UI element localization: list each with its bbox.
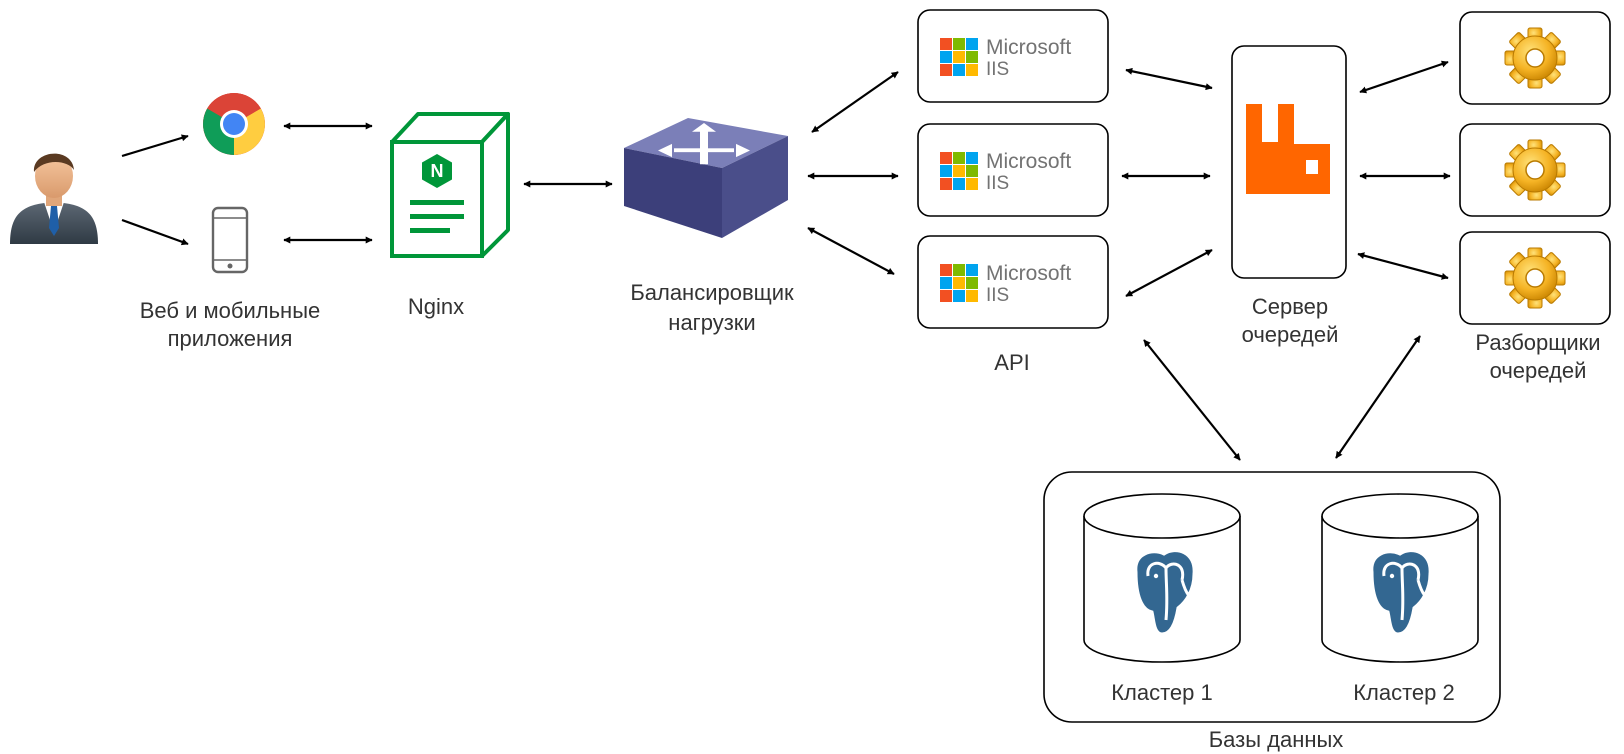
nginx-logo-letter: N (431, 161, 444, 181)
iis-node-2: Microsoft IIS (917, 123, 1109, 217)
queue-label-line1: Сервер (1252, 294, 1328, 319)
iis-node-1: Microsoft IIS (917, 9, 1109, 103)
workers-label-line1: Разборщики (1475, 330, 1600, 355)
load-balancer-icon (624, 118, 788, 238)
cluster-2-cylinder (1321, 493, 1479, 663)
workers-label-line2: очередей (1490, 358, 1587, 383)
iis-node-3: Microsoft IIS (917, 235, 1109, 329)
arrow-user-to-browser (121, 134, 189, 158)
nginx-server-icon: N (390, 112, 510, 258)
api-label: API (994, 350, 1029, 375)
arrow-user-to-mobile (121, 218, 189, 246)
iis-logo-word2: IIS (986, 173, 1009, 194)
iis-logo-word1: Microsoft (986, 150, 1071, 173)
cluster-2-label: Кластер 2 (1353, 680, 1455, 705)
arrow-workers-databases (1335, 335, 1421, 459)
iis-logo-word2: IIS (986, 285, 1009, 306)
arrow-balancer-iis3 (807, 227, 895, 275)
arrow-queue-worker3 (1357, 252, 1449, 280)
apps-label-line1: Веб и мобильные (140, 298, 321, 323)
arrow-api-databases (1143, 339, 1241, 461)
user-icon (10, 153, 98, 244)
arrow-queue-worker1 (1359, 60, 1449, 94)
smartphone-icon (211, 206, 249, 274)
chrome-icon (203, 93, 265, 155)
apps-label-line2: приложения (168, 326, 293, 351)
arrow-iis1-queue (1125, 67, 1213, 91)
balancer-label-line2: нагрузки (668, 310, 755, 335)
iis-logo-word2: IIS (986, 59, 1009, 80)
worker-node-1 (1459, 11, 1611, 105)
nginx-label: Nginx (408, 294, 464, 319)
connectors (121, 60, 1451, 461)
worker-node-2 (1459, 123, 1611, 217)
databases-label: Базы данных (1209, 727, 1344, 752)
rabbitmq-icon (1246, 104, 1330, 194)
arrow-iis3-queue (1125, 249, 1213, 297)
cluster-1-label: Кластер 1 (1111, 680, 1213, 705)
queue-label-line2: очередей (1242, 322, 1339, 347)
microsoft-iis-logo: Microsoft IIS (940, 262, 1071, 306)
iis-logo-word1: Microsoft (986, 36, 1071, 59)
iis-logo-word1: Microsoft (986, 262, 1071, 285)
queue-server (1231, 45, 1347, 279)
microsoft-iis-logo: Microsoft IIS (940, 150, 1071, 194)
balancer-label-line1: Балансировщик (630, 280, 794, 305)
worker-node-3 (1459, 231, 1611, 325)
cluster-1-cylinder (1083, 493, 1241, 663)
microsoft-iis-logo: Microsoft IIS (940, 36, 1071, 80)
arrow-balancer-iis1 (811, 71, 899, 133)
databases-group: Кластер 1 Кластер 2 (1043, 471, 1501, 723)
